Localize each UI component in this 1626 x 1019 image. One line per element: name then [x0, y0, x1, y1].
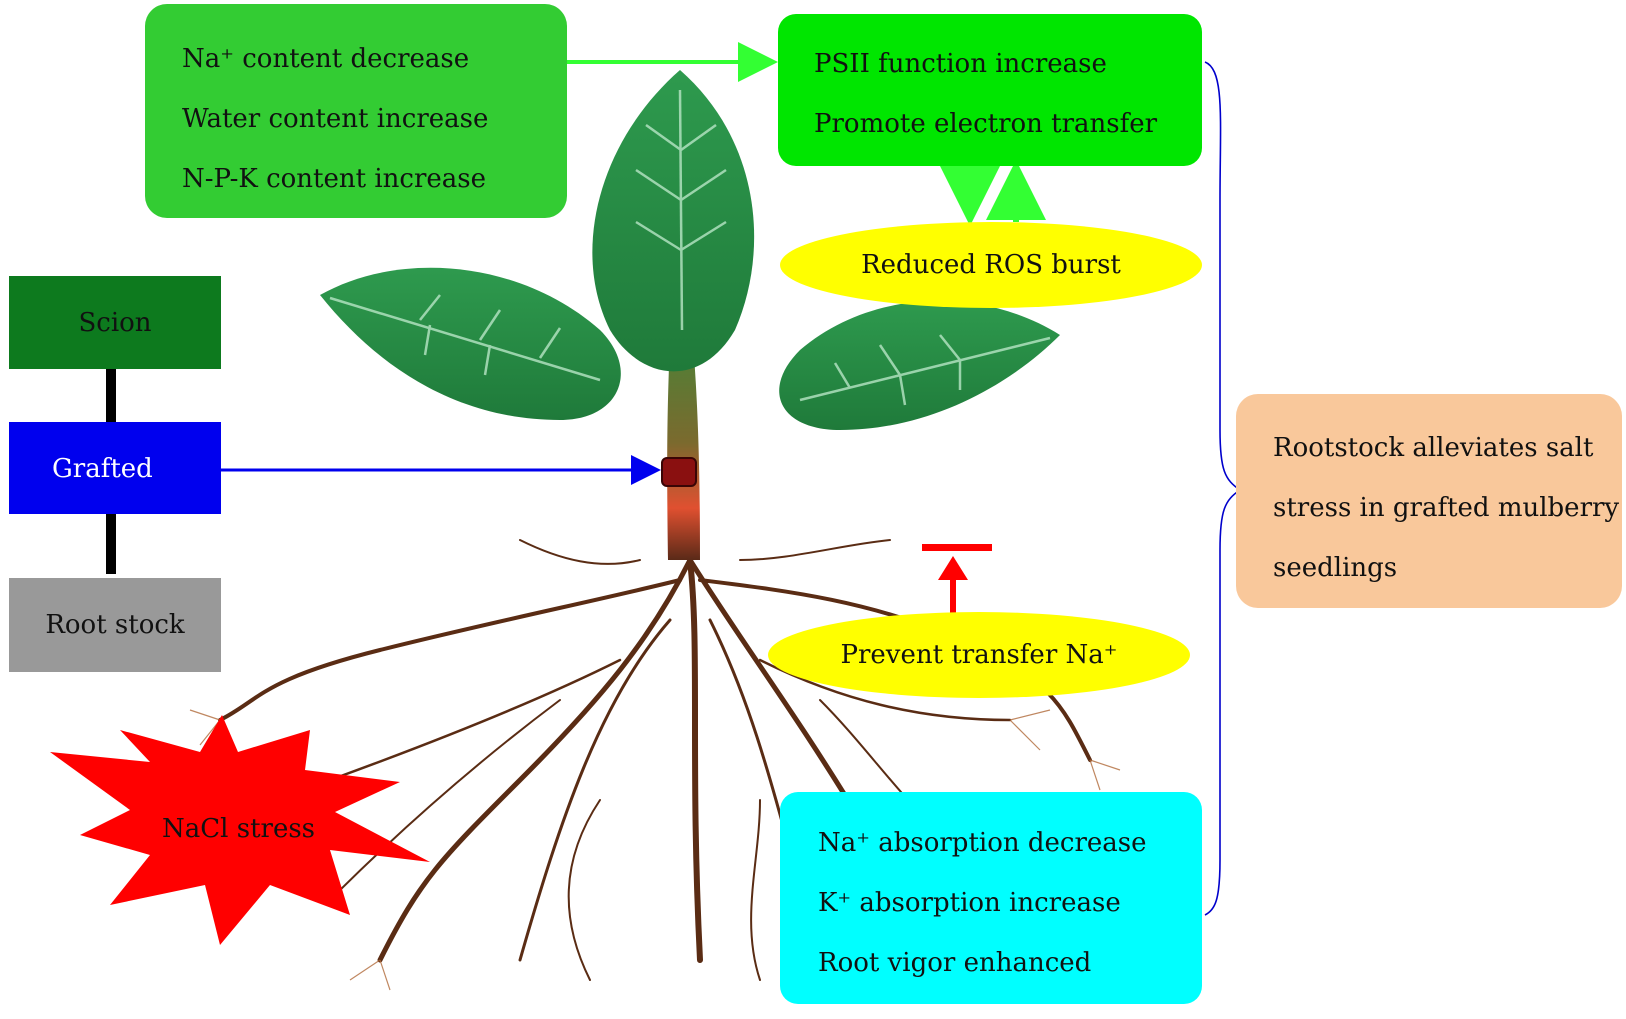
top-left-box: Na⁺ content decrease Water content incre… — [145, 4, 567, 218]
summary-line-2: stress in grafted mulberry — [1273, 493, 1620, 523]
bottom-right-line-2: K⁺ absorption increase — [818, 888, 1121, 918]
summary-line-3: seedlings — [1273, 553, 1398, 583]
summary-box: Rootstock alleviates salt stress in graf… — [1236, 394, 1622, 608]
ros-label: Reduced ROS burst — [861, 250, 1121, 280]
scion-box: Scion — [9, 276, 221, 369]
prevent-label: Prevent transfer Na⁺ — [840, 640, 1118, 670]
grafted-box: Grafted — [9, 422, 221, 514]
summary-bracket — [1204, 61, 1242, 916]
top-right-box: PSII function increase Promote electron … — [778, 14, 1202, 166]
plant-illustration — [189, 70, 1121, 991]
top-right-line-1: PSII function increase — [814, 49, 1107, 79]
summary-line-1: Rootstock alleviates salt — [1273, 433, 1594, 463]
grafted-label: Grafted — [52, 454, 153, 484]
bottom-right-box: Na⁺ absorption decrease K⁺ absorption in… — [780, 792, 1202, 1004]
prevent-ellipse: Prevent transfer Na⁺ — [768, 612, 1190, 698]
scion-label: Scion — [78, 307, 152, 338]
rootstock-label: Root stock — [45, 610, 185, 640]
inhibition-arrow-icon — [922, 544, 992, 613]
top-left-line-3: N-P-K content increase — [182, 164, 487, 194]
top-right-line-2: Promote electron transfer — [814, 109, 1158, 139]
top-left-line-1: Na⁺ content decrease — [182, 44, 470, 74]
graft-union-icon — [661, 457, 697, 487]
bottom-right-line-1: Na⁺ absorption decrease — [818, 828, 1147, 858]
rootstock-box: Root stock — [9, 578, 221, 672]
legend-connectors — [106, 366, 116, 574]
nacl-stress-label: NaCl stress — [162, 814, 316, 844]
top-left-line-2: Water content increase — [182, 104, 489, 134]
ros-ellipse: Reduced ROS burst — [780, 222, 1202, 308]
nacl-stress-star — [50, 715, 430, 945]
bottom-right-line-3: Root vigor enhanced — [818, 948, 1092, 978]
